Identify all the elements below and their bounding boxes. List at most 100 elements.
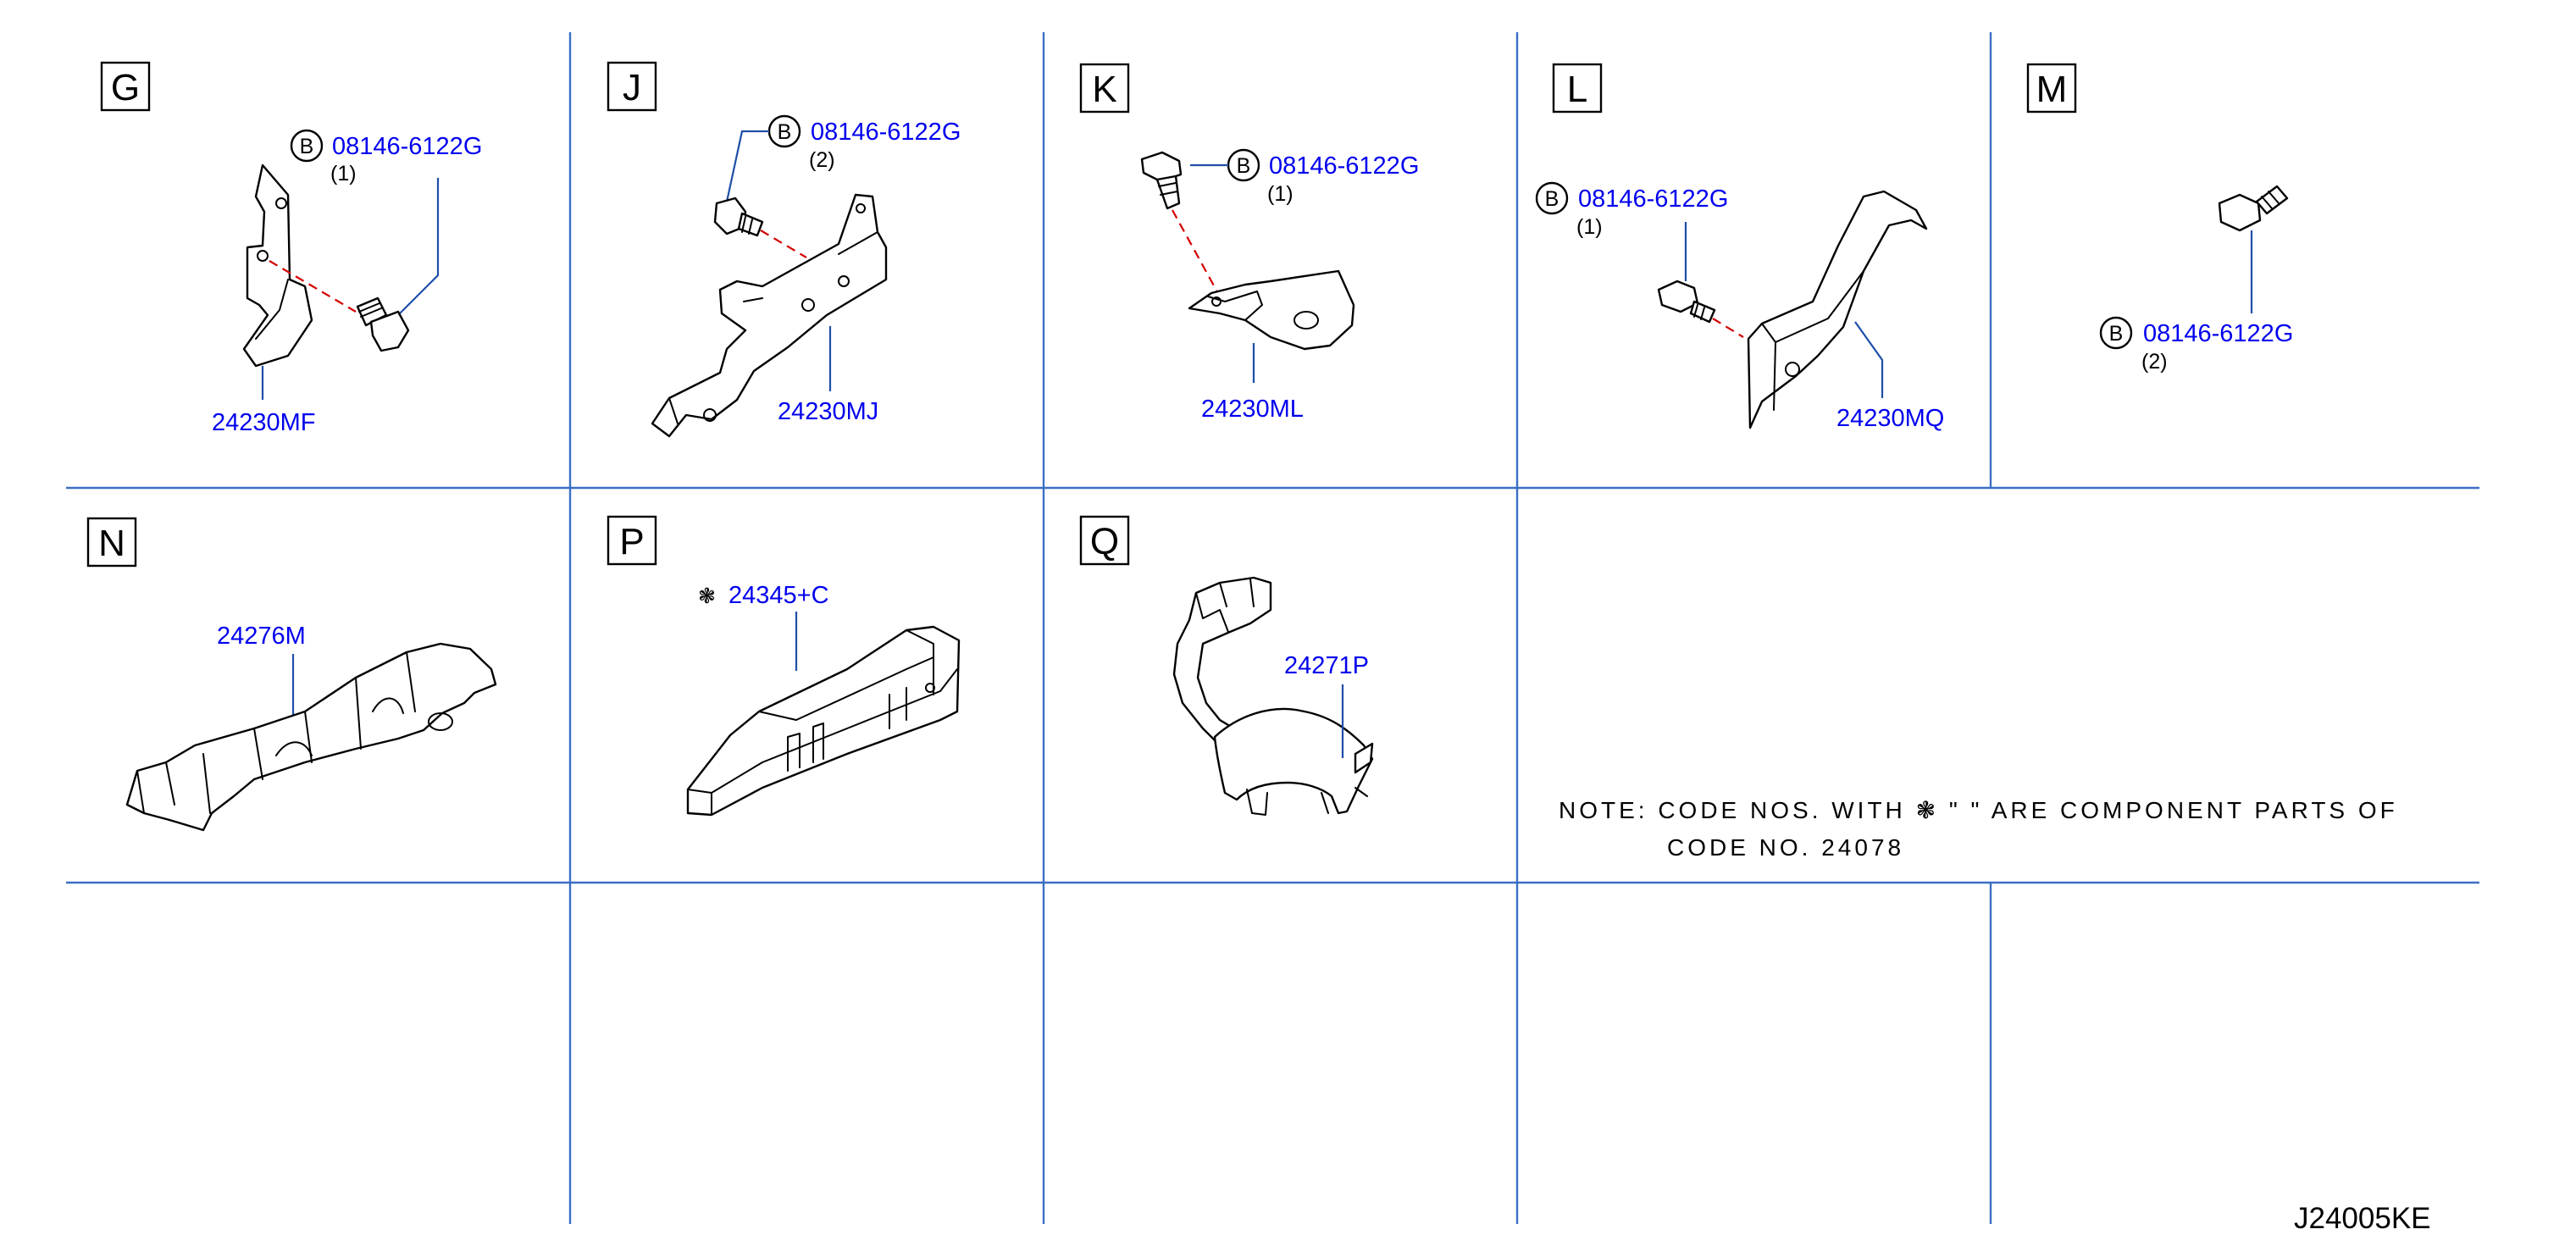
part-code-bracket[interactable]: 24230ML (1201, 396, 1304, 423)
part-code-bolt[interactable]: 08146-6122G (1578, 186, 1728, 213)
bracket-hole (801, 298, 815, 312)
protector-24276m-drawing (125, 642, 497, 832)
bolt-ref-letter: B (778, 120, 792, 144)
part-quantity: (1) (330, 162, 357, 186)
part-code-harness-protector[interactable]: 24276M (217, 623, 306, 650)
section-letter-box (86, 517, 137, 568)
section-letter-box (100, 61, 151, 112)
bracket-hole (856, 203, 866, 213)
part-code-bolt[interactable]: 08146-6122G (1269, 152, 1419, 180)
section-letter-box (1079, 515, 1130, 566)
section-letter: G (111, 67, 140, 108)
bolt-drawing (1140, 151, 1183, 210)
bolt-ref-letter: B (1545, 187, 1559, 211)
protector-24345c-drawing (686, 625, 961, 817)
section-g: G B 08146-6122G (1) 24230MF (100, 61, 482, 436)
install-dashed-line (1712, 318, 1744, 338)
clip-lower-lines (1246, 787, 1368, 816)
section-n: N 24276M (86, 517, 497, 832)
bolt-ref-letter: B (300, 135, 314, 158)
grid-lines (66, 32, 2479, 1224)
section-letter: L (1567, 69, 1587, 110)
section-l: L B 08146-6122G (1) 24230MQ (1535, 63, 1944, 432)
bolt-drawing (2218, 185, 2289, 232)
leader-line (397, 178, 440, 316)
bolt-ref-circle (2099, 316, 2133, 350)
section-letter: J (623, 67, 641, 108)
bracket-24230mf-drawing (242, 163, 313, 368)
bolt-ref-letter: B (1237, 154, 1251, 178)
bracket-24230ml-drawing (1188, 269, 1355, 351)
part-quantity: (2) (809, 148, 835, 172)
protector-edge-lines (687, 629, 958, 816)
clip-tab-drawing (1354, 742, 1374, 774)
install-dashed-line (269, 260, 357, 313)
note-line-2: CODE NO. 24078 (1667, 834, 1904, 861)
part-quantity: (1) (1267, 182, 1294, 206)
bolt-ref-circle (1535, 181, 1569, 215)
bracket-hole (838, 275, 850, 287)
clip-upper-lines (1195, 579, 1255, 633)
bolt-drawing (356, 296, 410, 352)
diagram-code: J24005KE (2294, 1202, 2431, 1235)
section-letter: M (2036, 69, 2068, 110)
part-quantity: (1) (1576, 215, 1603, 239)
part-code-bolt[interactable]: 08146-6122G (2143, 320, 2293, 347)
bracket-fold-line (1761, 270, 1864, 411)
protector-rib-lines (136, 651, 416, 814)
note-line-1-end: " " ARE COMPONENT PARTS OF (1949, 797, 2398, 823)
component-mark-symbol: ❃ (698, 584, 716, 608)
section-letter: K (1092, 69, 1116, 110)
section-p: P ❃ 24345+C (607, 515, 961, 817)
protector-rib-lines (787, 687, 907, 772)
bracket-hole (1211, 296, 1222, 307)
bracket-fold-line (1207, 291, 1263, 321)
bracket-hole (1294, 311, 1319, 329)
bolt-ref-letter: B (2109, 322, 2124, 346)
section-j: J B 08146-6122G (2) 24230MJ (607, 61, 961, 438)
part-code-bracket[interactable]: 24230MJ (778, 398, 878, 425)
section-letter-box (2026, 63, 2077, 114)
protector-hole (428, 712, 453, 731)
bracket-fold-line (255, 279, 289, 340)
bracket-24230mq-drawing (1747, 190, 1928, 429)
bracket-hole (257, 250, 269, 262)
bolt-ref-circle (290, 129, 324, 163)
part-code-bolt[interactable]: 08146-6122G (811, 119, 961, 146)
part-code-clip[interactable]: 24271P (1284, 652, 1369, 679)
part-quantity: (2) (2141, 350, 2168, 374)
section-letter: P (619, 521, 644, 562)
leader-line (725, 130, 769, 202)
protector-clip-outline (275, 697, 404, 756)
part-code-bolt[interactable]: 08146-6122G (332, 133, 482, 160)
bracket-hole (1785, 362, 1800, 377)
section-q: Q 24271P (1079, 515, 1374, 816)
note-line-1-start: NOTE: CODE NOS. WITH (1559, 797, 1916, 823)
section-m: M B 08146-6122G (2) (2026, 63, 2293, 374)
install-dashed-line (760, 230, 807, 258)
section-letter-box (1552, 63, 1603, 114)
section-k: K B 08146-6122G (1) 24230ML (1079, 63, 1419, 423)
bracket-hole (275, 197, 287, 209)
section-letter-box (607, 61, 657, 112)
component-note: NOTE: CODE NOS. WITH ❃ " " ARE COMPONENT… (1559, 797, 2398, 861)
clip-lower-drawing (1213, 707, 1374, 815)
part-code-bracket[interactable]: 24230MQ (1836, 405, 1944, 432)
section-letter-box (1079, 63, 1130, 114)
section-letter: N (98, 523, 125, 564)
clip-upper-drawing (1172, 576, 1272, 764)
protector-hole (925, 683, 935, 693)
leader-line (1854, 321, 1884, 398)
bolt-drawing (1657, 280, 1716, 324)
part-code-protector[interactable]: 24345+C (728, 582, 829, 609)
bracket-fold-line (668, 231, 878, 424)
section-letter: Q (1090, 521, 1119, 562)
section-letter-box (607, 515, 657, 566)
part-code-bracket[interactable]: 24230MF (212, 409, 316, 436)
install-dashed-line (1172, 209, 1221, 297)
bracket-hole (703, 408, 717, 422)
bracket-24230mj-drawing (651, 193, 888, 438)
note-mark-symbol: ❃ (1916, 797, 1939, 823)
note-line-1: NOTE: CODE NOS. WITH ❃ " " ARE COMPONENT… (1559, 797, 2398, 823)
